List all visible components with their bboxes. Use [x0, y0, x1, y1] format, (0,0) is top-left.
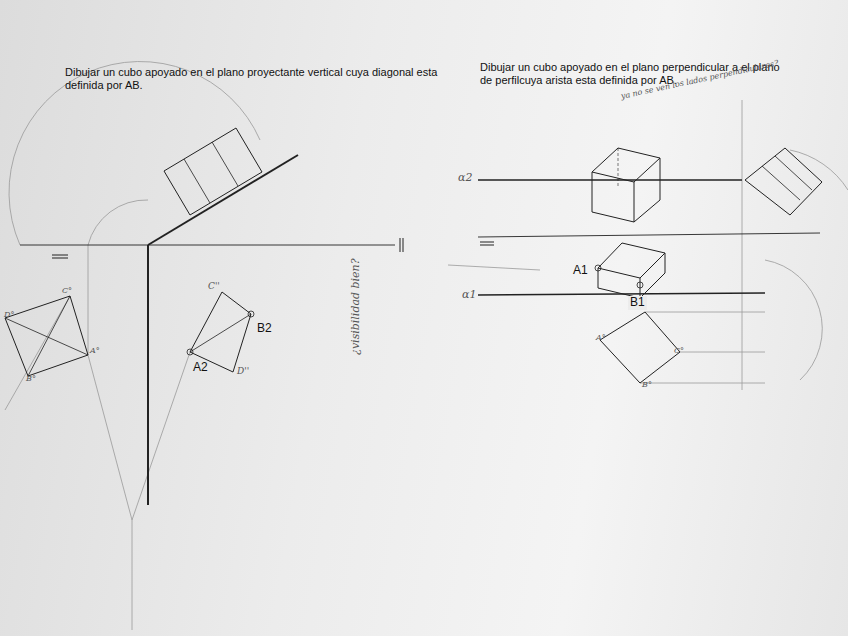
plane-trace-label: α2 — [458, 172, 472, 185]
plane-trace-label: α1 — [462, 289, 476, 302]
problem-statement: Dibujar un cubo apoyado en el plano proy… — [65, 66, 460, 91]
point-label: D° — [4, 310, 14, 319]
point-label: A° — [90, 346, 100, 355]
point-label: A1 — [573, 264, 588, 278]
point-label: C'' — [208, 281, 220, 291]
point-label: A° — [596, 333, 606, 342]
point-label: C° — [62, 286, 72, 295]
handwritten-note: ¿visibilidad bien? — [350, 258, 363, 355]
point-label: A2 — [193, 361, 208, 375]
point-label: B° — [26, 374, 36, 383]
point-label: D'' — [237, 366, 249, 376]
point-label: C° — [674, 346, 684, 355]
point-label: B2 — [257, 322, 272, 336]
point-label: B° — [642, 380, 652, 389]
point-label: B1 — [628, 296, 647, 310]
